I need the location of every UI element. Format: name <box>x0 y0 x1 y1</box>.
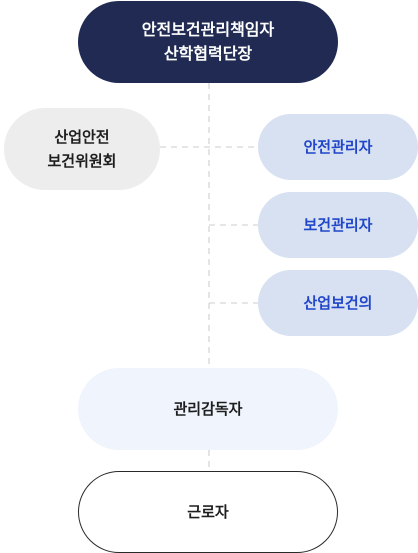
node-label-line1: 산업안전 <box>54 128 110 146</box>
node-label: 안전관리자 <box>303 138 373 156</box>
node-safety-manager: 안전관리자 <box>258 114 418 180</box>
node-label-line2: 보건위원회 <box>47 152 117 170</box>
node-safety-health-committee: 산업안전 보건위원회 <box>4 108 160 190</box>
node-label: 산업보건의 <box>303 294 373 312</box>
node-label-line1: 안전보건관리책임자 <box>141 20 275 39</box>
node-safety-health-officer: 안전보건관리책임자 산학협력단장 <box>78 1 338 83</box>
node-occupational-doctor: 산업보건의 <box>258 270 418 336</box>
node-label: 관리감독자 <box>173 400 243 418</box>
node-label-line2: 산학협력단장 <box>163 44 253 63</box>
node-supervisor: 관리감독자 <box>78 368 338 450</box>
node-health-manager: 보건관리자 <box>258 192 418 258</box>
node-label: 보건관리자 <box>303 216 373 234</box>
node-label: 근로자 <box>187 503 229 521</box>
node-worker: 근로자 <box>78 471 338 553</box>
